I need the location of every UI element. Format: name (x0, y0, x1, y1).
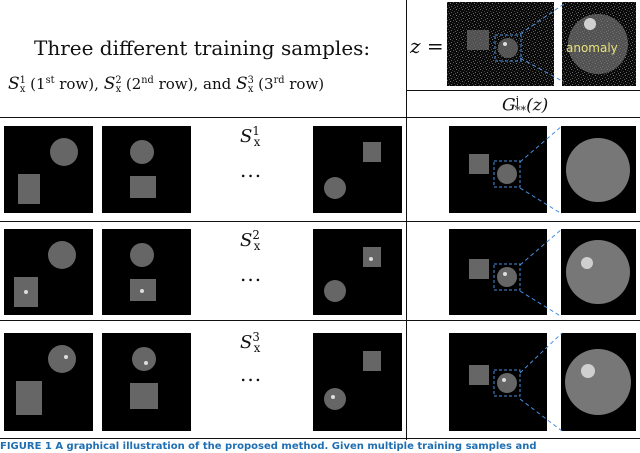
row1-output-zoom (561, 126, 636, 213)
divider-bottom (0, 438, 640, 439)
g-label-sub: ** (515, 104, 527, 118)
legend-s3: S (236, 74, 248, 94)
header-title: Three different training samples: (34, 36, 371, 60)
row1-label: S1x (240, 124, 261, 150)
legend-s1: S (8, 74, 20, 94)
legend-s2-note-sup: nd (141, 75, 154, 87)
row2-label: S2x (240, 228, 261, 254)
legend-s1-note-sup: st (45, 75, 55, 87)
row2-sample-b (102, 229, 191, 315)
legend-s3-note: (3 (258, 75, 274, 93)
legend-s3-note-end: row) (289, 75, 325, 93)
row1-sample-b (102, 126, 191, 213)
divider-row-2 (0, 320, 640, 321)
row3-output-zoom (561, 333, 636, 431)
divider-header-right (406, 90, 640, 91)
figure-caption: FIGURE 1 A graphical illustration of the… (0, 441, 537, 452)
row1-sample-c (313, 126, 402, 213)
row3-sample-c (313, 333, 402, 431)
row3-output (449, 333, 547, 431)
legend-s2-sub: x (115, 84, 122, 96)
row2-sample-c (313, 229, 402, 315)
g-label-base: G (502, 95, 516, 116)
row1-ellipsis: ... (240, 158, 263, 182)
g-label-arg: (z) (526, 95, 549, 116)
row2-sample-a (4, 229, 93, 315)
row3-ellipsis: ... (240, 362, 263, 386)
row3-sample-a (4, 333, 93, 431)
row2-output (449, 229, 547, 315)
row1-sample-a (4, 126, 93, 213)
row3-label: S3x (240, 330, 261, 356)
g-label: Gj**(z) (502, 94, 548, 117)
legend-s2-sup: 2 (115, 75, 122, 87)
row2-ellipsis: ... (240, 262, 263, 286)
legend-s3-sub: x (247, 84, 254, 96)
legend-s1-note-end: row), (59, 75, 99, 93)
z-noisy-image (447, 2, 554, 86)
legend-s3-sup: 3 (247, 75, 254, 87)
z-zoom-image (562, 2, 636, 86)
row3-sample-b (102, 333, 191, 431)
legend-s1-note: (1 (30, 75, 46, 93)
divider-header (0, 117, 640, 118)
anomaly-label: anomaly (566, 41, 618, 55)
legend-s3-note-sup: rd (273, 75, 285, 87)
legend-s1-sub: x (19, 84, 26, 96)
legend-s2-note-end: row), and (158, 75, 232, 93)
legend-s1-sup: 1 (19, 75, 26, 87)
row-legend: S1x (1st row), S2x (2nd row), and S3x (3… (8, 74, 324, 95)
row1-output (449, 126, 547, 213)
divider-row-1 (0, 221, 640, 222)
legend-s2-note: (2 (125, 75, 142, 93)
row1-zoom-connector (519, 125, 563, 215)
legend-s2: S (103, 74, 116, 94)
g-label-sup: j (515, 94, 520, 107)
row2-zoom-connector (519, 228, 563, 318)
z-label: z = (410, 34, 444, 58)
zoom-connector-header (520, 3, 565, 83)
divider-vertical (406, 0, 407, 440)
row3-zoom-connector (519, 332, 563, 432)
row2-output-zoom (561, 229, 636, 315)
